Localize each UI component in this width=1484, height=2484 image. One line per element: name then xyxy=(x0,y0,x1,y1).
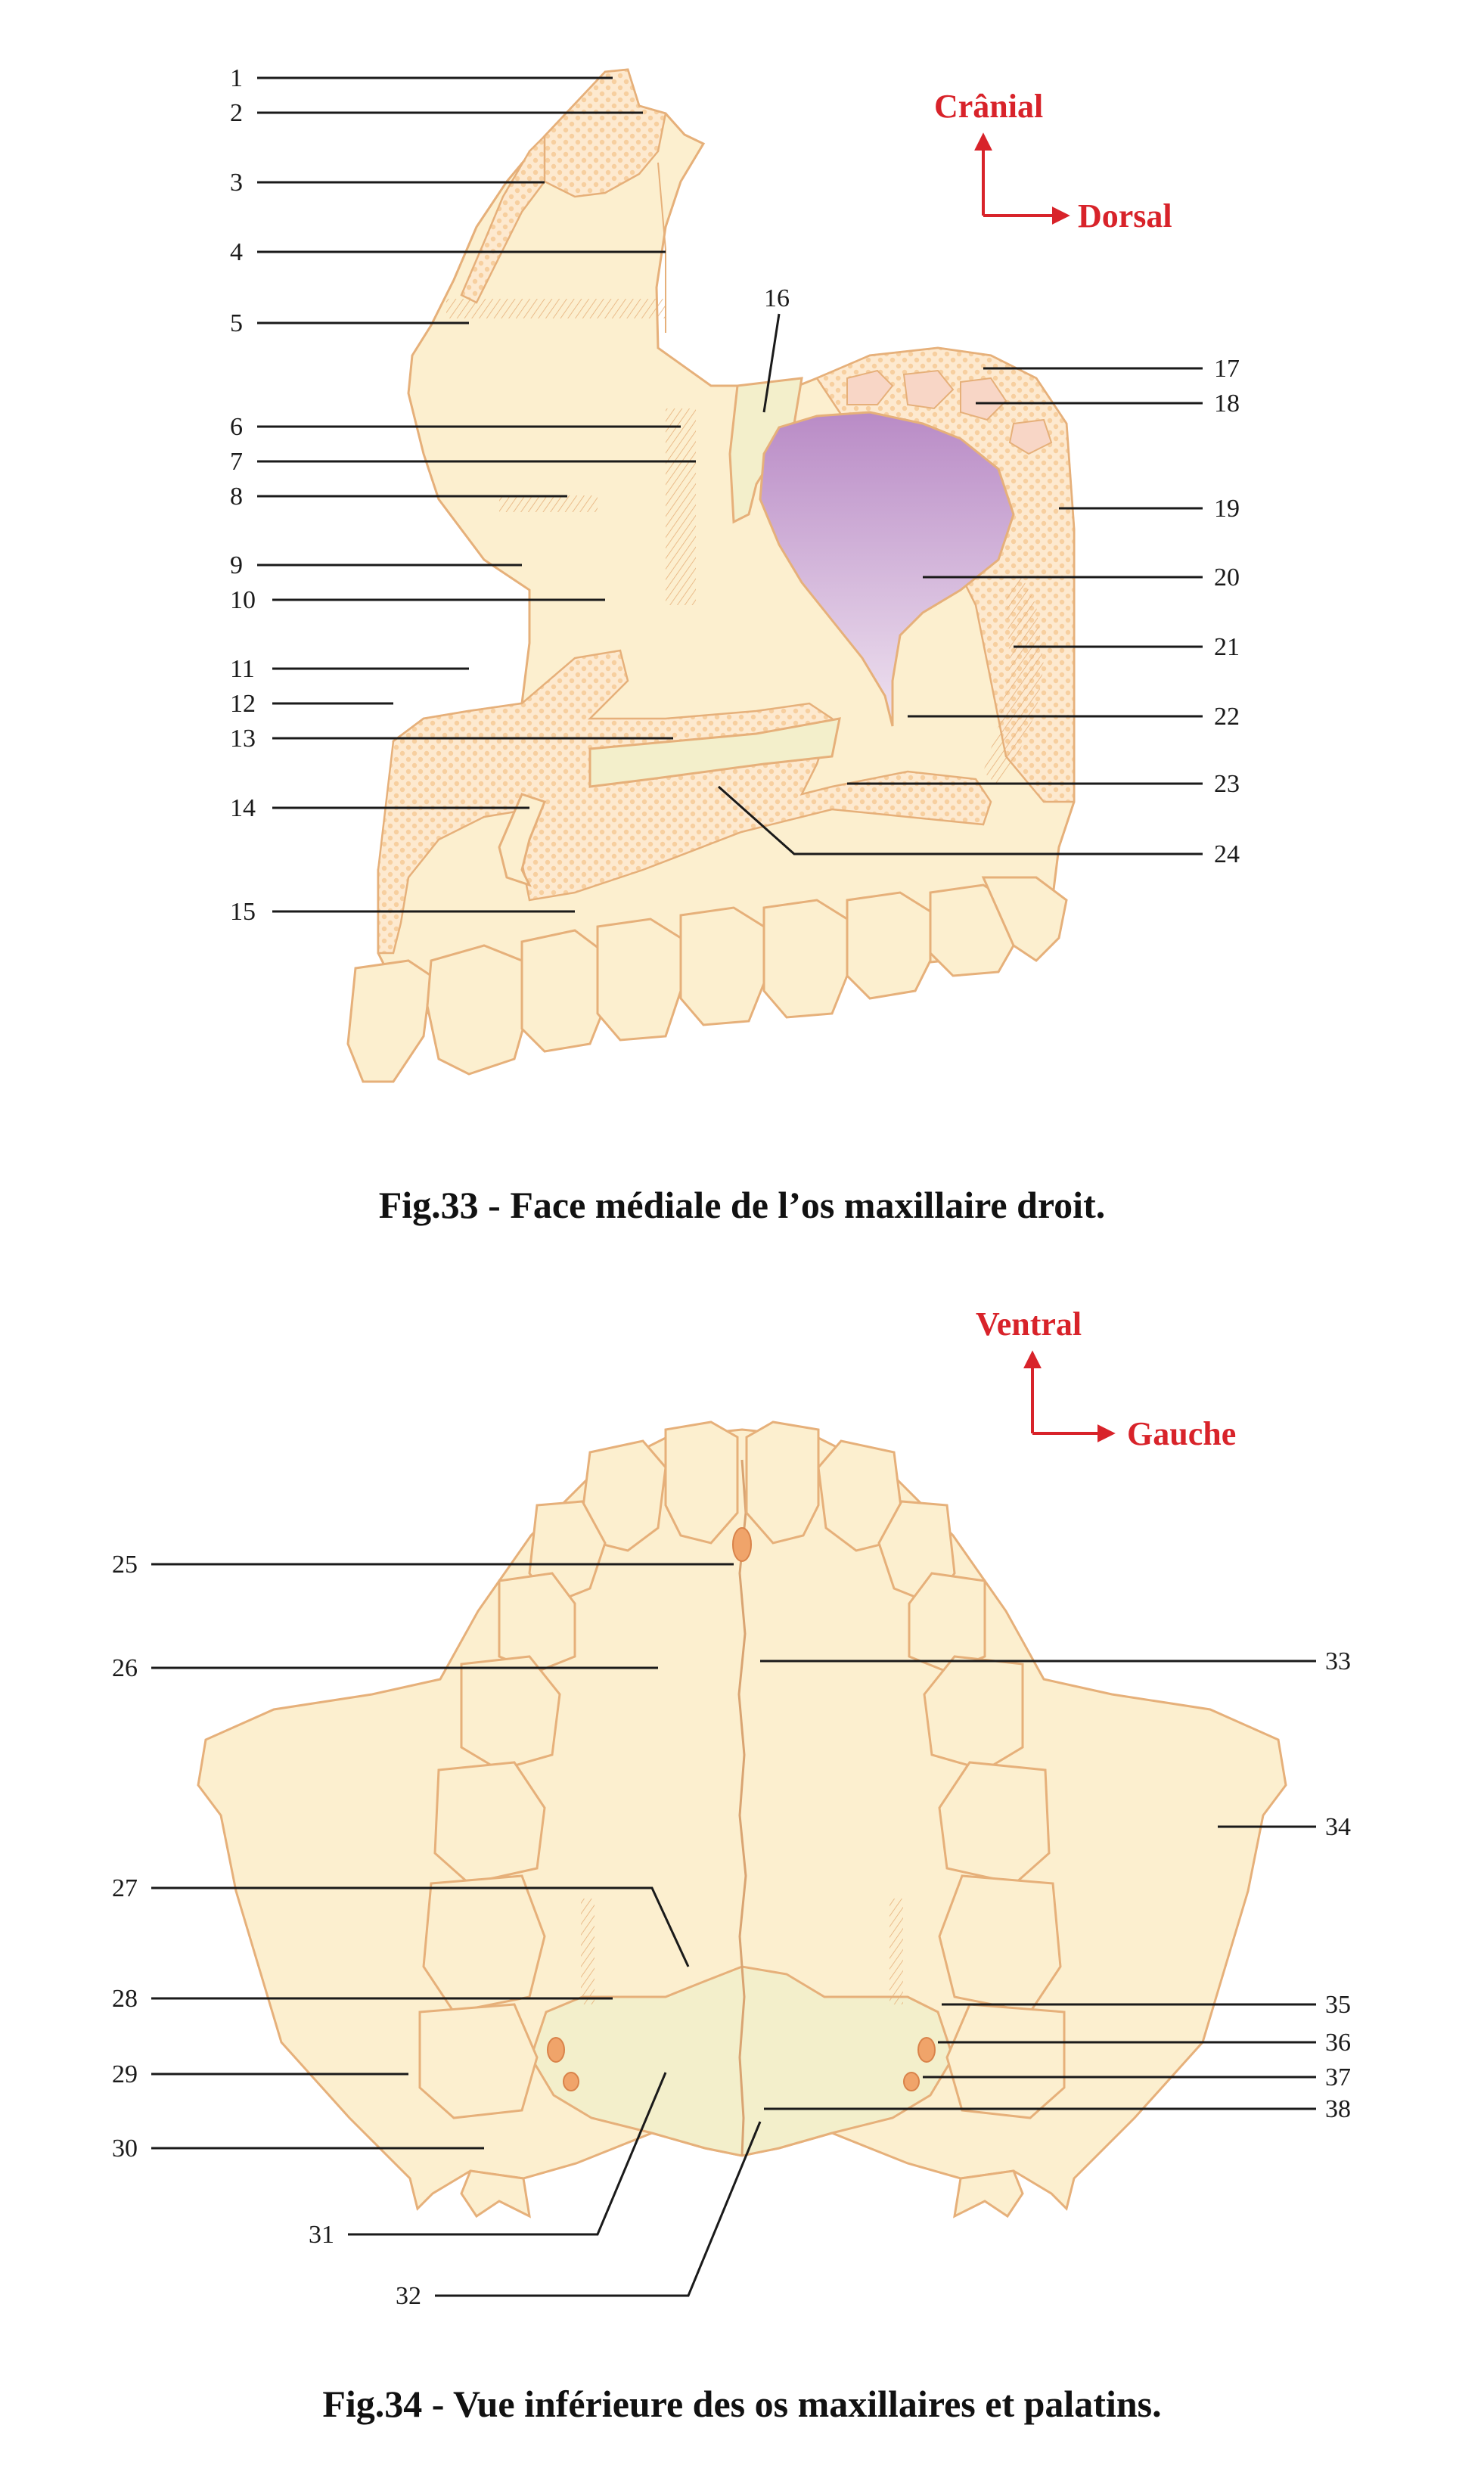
label-20: 20 xyxy=(1214,564,1240,592)
nasal-crest xyxy=(588,717,841,788)
fig34-orientation xyxy=(1023,1350,1116,1442)
palatine-process-dotted xyxy=(377,649,992,955)
pterygoid-process-right xyxy=(460,2169,531,2219)
label-14: 14 xyxy=(230,794,256,822)
orientation-cranial: Crânial xyxy=(934,88,1043,125)
orientation-dorsal: Dorsal xyxy=(1078,197,1172,234)
fig33-caption: Fig.33 - Face médiale de l’os maxillaire… xyxy=(379,1184,1105,1226)
fig33-orientation xyxy=(974,132,1070,225)
label-11: 11 xyxy=(230,655,255,683)
orientation-ventral: Ventral xyxy=(976,1306,1082,1343)
label-1: 1 xyxy=(230,64,243,92)
incisive-canal xyxy=(498,793,546,887)
greater-palatine-foramen-left xyxy=(917,2037,936,2063)
pterygoid-process-left xyxy=(953,2169,1024,2219)
label-30: 30 xyxy=(112,2135,138,2163)
median-palatine-suture xyxy=(737,1459,747,2156)
label-4: 4 xyxy=(230,238,243,266)
ethmoid-cell-2 xyxy=(902,369,955,410)
ethmoid-cell-4 xyxy=(1008,418,1053,455)
label-13: 13 xyxy=(230,725,256,753)
fig34-caption: Fig.34 - Vue inférieure des os maxillair… xyxy=(322,2383,1161,2425)
label-37: 37 xyxy=(1325,2063,1351,2091)
lacrimal-groove-hatch xyxy=(666,408,696,605)
label-32: 32 xyxy=(396,2282,421,2310)
label-27: 27 xyxy=(112,1874,138,1902)
ethmoid-cell-3 xyxy=(960,377,1007,421)
label-15: 15 xyxy=(230,898,256,926)
fig33-leaders xyxy=(257,76,1203,913)
label-35: 35 xyxy=(1325,1991,1351,2019)
label-2: 2 xyxy=(230,99,243,127)
label-7: 7 xyxy=(230,448,243,476)
label-26: 26 xyxy=(112,1654,138,1682)
label-38: 38 xyxy=(1325,2095,1351,2123)
label-16: 16 xyxy=(764,284,790,312)
label-36: 36 xyxy=(1325,2029,1351,2057)
conchal-crest-hatch xyxy=(499,495,598,512)
ethmoid-cell-1 xyxy=(846,369,894,405)
fig34-drawing xyxy=(197,1421,1287,2219)
label-34: 34 xyxy=(1325,1813,1351,1841)
fig34-labels: 25 26 27 28 29 30 31 32 33 34 35 36 37 3… xyxy=(112,1551,1351,2310)
label-29: 29 xyxy=(112,2060,138,2088)
label-5: 5 xyxy=(230,309,243,337)
label-18: 18 xyxy=(1214,390,1240,418)
palatine-groove-right-hatch xyxy=(581,1899,595,2004)
label-23: 23 xyxy=(1214,770,1240,798)
palatine-groove-left-hatch xyxy=(889,1899,903,2004)
label-28: 28 xyxy=(112,1985,138,2013)
label-31: 31 xyxy=(309,2221,334,2249)
fig33-teeth xyxy=(346,876,1068,1083)
label-19: 19 xyxy=(1214,495,1240,523)
label-9: 9 xyxy=(230,551,243,579)
greater-palatine-groove-hatch xyxy=(983,575,1044,787)
lesser-palatine-foramen-right xyxy=(563,2072,579,2091)
maxillary-sinus-hiatus xyxy=(759,411,1015,727)
label-17: 17 xyxy=(1214,355,1240,383)
label-12: 12 xyxy=(230,690,256,718)
label-33: 33 xyxy=(1325,1647,1351,1675)
label-3: 3 xyxy=(230,169,243,197)
lesser-palatine-foramen-left xyxy=(903,2072,920,2091)
label-10: 10 xyxy=(230,586,256,614)
label-25: 25 xyxy=(112,1551,138,1579)
orientation-gauche: Gauche xyxy=(1127,1415,1236,1452)
frontal-process-line xyxy=(657,162,666,333)
ethmoidal-crest-hatch xyxy=(446,299,666,318)
label-6: 6 xyxy=(230,413,243,441)
label-22: 22 xyxy=(1214,703,1240,731)
greater-palatine-foramen-right xyxy=(547,2037,565,2063)
label-8: 8 xyxy=(230,483,243,511)
label-21: 21 xyxy=(1214,633,1240,661)
fig33-labels: 1 2 3 4 5 6 7 8 9 10 11 12 13 14 15 16 1… xyxy=(230,64,1240,926)
fig34-teeth xyxy=(418,1421,1066,2119)
fig34-leaders xyxy=(151,1563,1316,2297)
incisive-foramen xyxy=(732,1527,752,1562)
label-24: 24 xyxy=(1214,840,1240,868)
fig33-drawing xyxy=(346,68,1076,1083)
